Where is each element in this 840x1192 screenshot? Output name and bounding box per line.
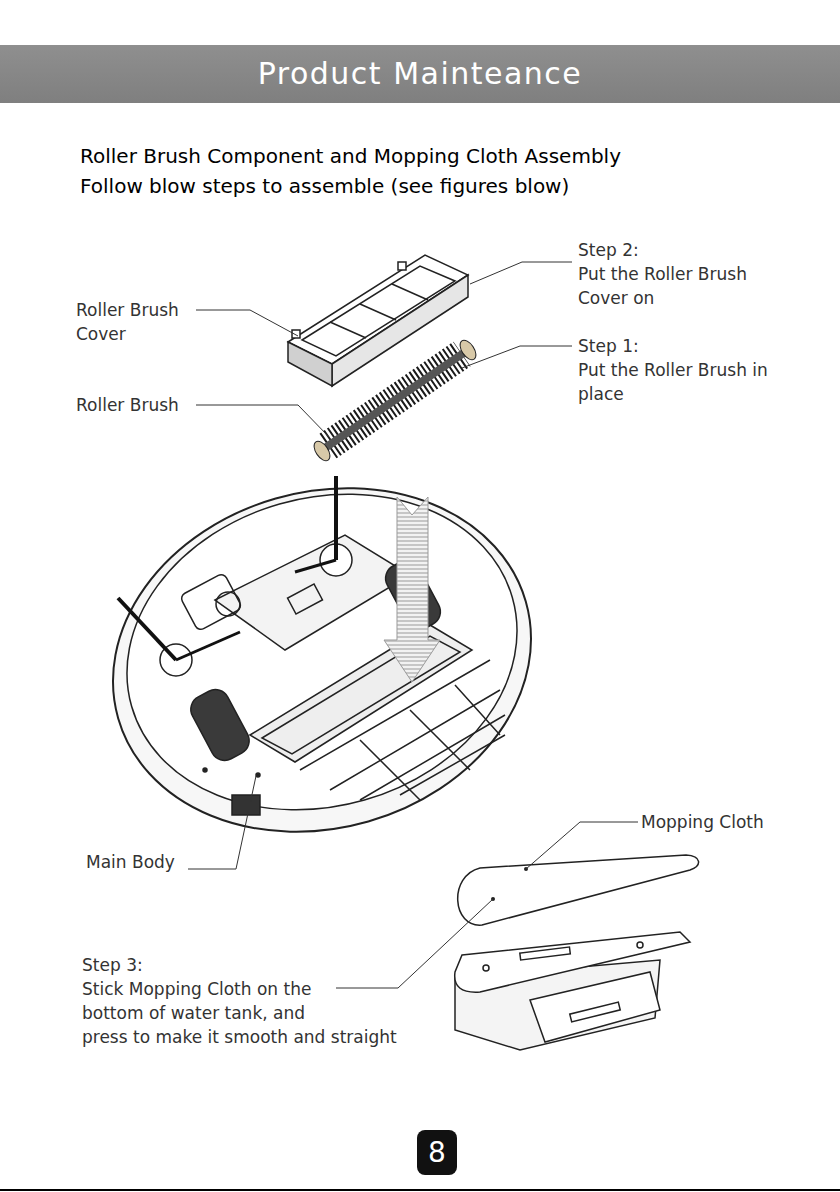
cover-window — [302, 266, 455, 356]
step-text: Put the Roller Brush Cover on — [578, 262, 747, 310]
roller-brush — [311, 338, 479, 464]
tank-hole — [483, 965, 489, 971]
cover-clip — [398, 262, 406, 270]
insert-arrow — [384, 497, 440, 682]
brush-end-cap — [311, 439, 333, 464]
leader-line — [462, 346, 572, 368]
side-brush-bristle — [295, 560, 336, 572]
brush-core — [322, 350, 468, 450]
page-title: Product Mainteance — [0, 45, 840, 103]
side-brush-bristle — [334, 476, 338, 560]
leader-line — [188, 776, 256, 869]
screw — [203, 768, 207, 772]
bottom-rule — [0, 1189, 840, 1191]
cover-clip — [292, 330, 300, 338]
step-text: Put the Roller Brush in place — [578, 358, 768, 406]
tank-slot — [520, 947, 570, 960]
leader-line — [196, 405, 330, 438]
cover-slat — [392, 284, 428, 300]
step-heading: Step 3: — [82, 953, 143, 977]
cover-slat — [330, 322, 366, 338]
tank-grip — [570, 1002, 620, 1022]
tank-plate — [455, 932, 690, 992]
body-rim — [89, 449, 555, 854]
body-shell — [72, 440, 572, 880]
side-brush-bristle — [118, 598, 176, 660]
part-name: Main Body — [86, 850, 175, 874]
battery-label — [288, 584, 323, 614]
side-brush-bristle — [176, 632, 240, 660]
mopping-cloth — [458, 855, 699, 925]
caster-housing — [180, 573, 243, 632]
step-heading: Step 2: — [578, 238, 639, 262]
brush-end-cap — [457, 338, 479, 363]
step-heading: Step 1: — [578, 334, 639, 358]
page-number-box: 8 — [417, 1130, 457, 1175]
tank-hole — [637, 942, 643, 948]
leader-line — [526, 822, 638, 869]
leader-lines — [188, 262, 638, 988]
cover-slat — [360, 304, 396, 320]
section-subheading: Follow blow steps to assemble (see figur… — [80, 171, 569, 201]
left-wheel — [186, 685, 254, 766]
water-tank — [455, 932, 690, 1050]
mop-grid — [300, 660, 505, 800]
screw — [256, 773, 260, 777]
part-name: Roller Brush Cover — [76, 298, 179, 346]
caster-wheel — [216, 592, 240, 616]
battery-cover — [215, 535, 410, 650]
node-text: 8 — [428, 1136, 446, 1169]
part-name: Roller Brush — [76, 393, 179, 417]
step-text: Stick Mopping Cloth on the bottom of wat… — [82, 977, 397, 1049]
part-name: Mopping Cloth — [641, 810, 764, 834]
power-switch — [232, 795, 260, 815]
leader-line — [470, 262, 572, 284]
tank-front — [530, 972, 660, 1042]
cover-side — [288, 342, 332, 386]
leader-line — [196, 310, 298, 336]
main-body — [72, 440, 572, 880]
cover-front — [332, 275, 468, 386]
leader-line — [336, 899, 493, 988]
section-heading: Roller Brush Component and Mopping Cloth… — [80, 141, 621, 171]
